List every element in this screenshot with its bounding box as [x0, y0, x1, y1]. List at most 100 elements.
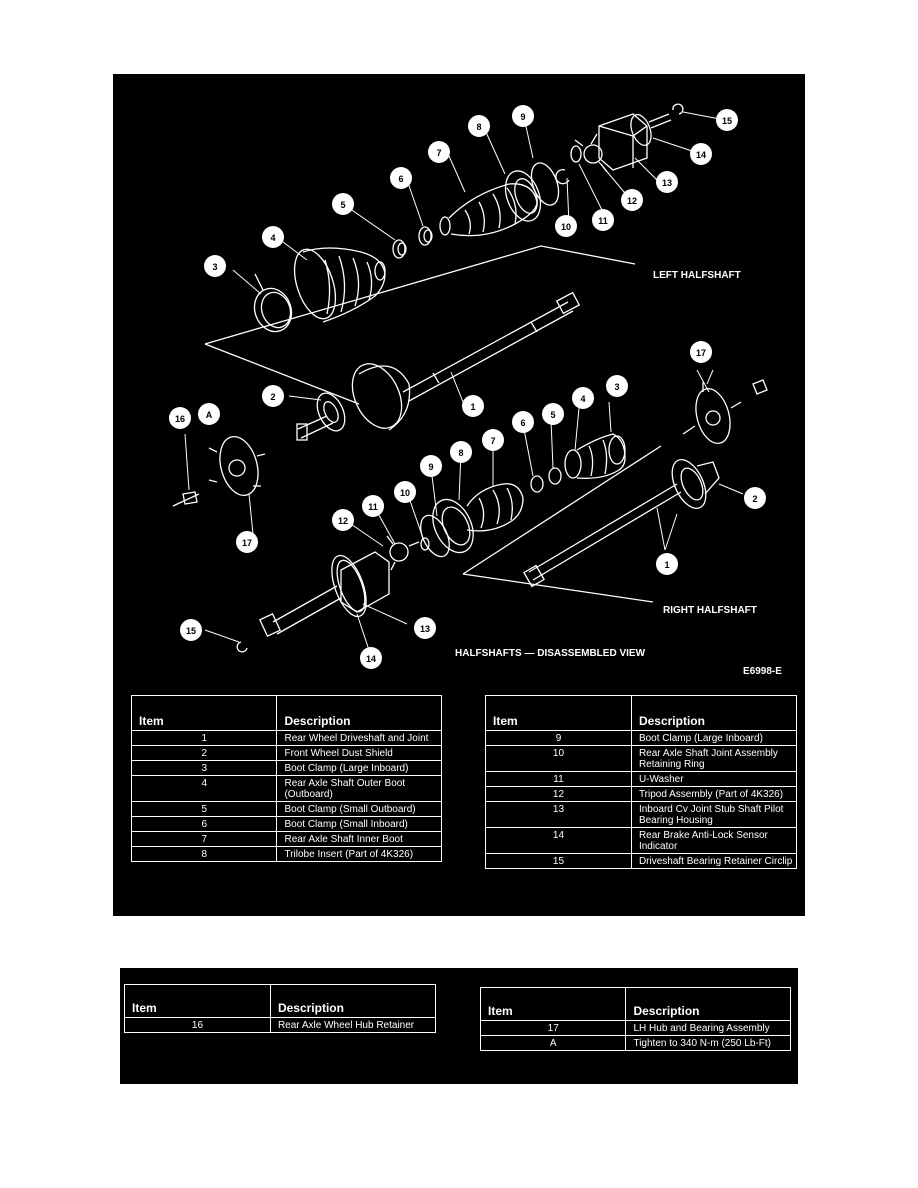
svg-text:14: 14	[366, 654, 376, 664]
svg-text:11: 11	[368, 502, 378, 512]
item-description: Driveshaft Bearing Retainer Circlip	[630, 853, 798, 869]
item-number: 8	[201, 849, 208, 860]
callout-right-4: 4	[572, 387, 594, 409]
svg-text:15: 15	[186, 626, 196, 636]
item-description: U-Washer	[630, 771, 798, 787]
left-outer-boot	[293, 247, 386, 323]
description-header: Description	[269, 984, 437, 1018]
right-hub-assembly	[682, 379, 768, 445]
item-description: Tighten to 340 N-m (250 Lb-Ft)	[625, 1035, 791, 1051]
callout-left-1: 1	[462, 395, 484, 417]
svg-text:4: 4	[270, 233, 275, 243]
svg-text:6: 6	[398, 174, 403, 184]
right-shaft	[523, 483, 682, 588]
left-u-washer	[570, 145, 582, 163]
left-halfshaft-label: LEFT HALFSHAFT	[653, 270, 741, 281]
svg-text:1: 1	[664, 560, 669, 570]
callout-right-12: 12	[332, 509, 354, 531]
item-number: 7	[201, 834, 208, 845]
svg-text:17: 17	[696, 348, 706, 358]
item-number: 16	[191, 1020, 204, 1031]
svg-text:13: 13	[662, 178, 672, 188]
callout-left-11: 11	[592, 209, 614, 231]
callout-right-8: 8	[450, 441, 472, 463]
item-number: 17	[547, 1023, 559, 1034]
right-u-washer	[420, 537, 430, 551]
callout-hub-A: A	[198, 403, 220, 425]
callout-left-10: 10	[555, 215, 577, 237]
item-description: Rear Brake Anti-Lock Sensor Indicator	[630, 827, 798, 854]
callout-right-10: 10	[394, 481, 416, 503]
svg-text:12: 12	[627, 196, 637, 206]
right-outer-boot	[564, 433, 626, 479]
left-circlip	[672, 103, 684, 115]
description-header: Description	[625, 987, 791, 1021]
item-description: Boot Clamp (Large Inboard)	[630, 730, 798, 746]
svg-text:17: 17	[242, 538, 252, 548]
svg-text:8: 8	[458, 448, 463, 458]
svg-text:5: 5	[340, 200, 345, 210]
right-inboard-housing	[258, 551, 390, 637]
right-clamp-9	[420, 514, 450, 558]
svg-text:13: 13	[420, 624, 430, 634]
right-halfshaft-frame	[462, 445, 662, 575]
svg-text:15: 15	[722, 116, 732, 126]
item-number: 4	[201, 778, 208, 789]
left-halfshaft-frame	[204, 245, 636, 345]
callout-left-6: 6	[390, 167, 412, 189]
svg-text:7: 7	[490, 436, 495, 446]
item-number: 10	[552, 748, 565, 759]
item-description: Front Wheel Dust Shield	[276, 745, 442, 761]
svg-text:11: 11	[598, 216, 608, 226]
item-description: Boot Clamp (Large Inboard)	[276, 760, 442, 776]
item-number: 2	[201, 748, 208, 759]
item-description: Rear Wheel Driveshaft and Joint	[276, 730, 442, 746]
svg-text:3: 3	[212, 262, 217, 272]
callout-right-1: 1	[656, 553, 678, 575]
callout-right-14: 14	[360, 647, 382, 669]
right-clamp-small-outboard	[548, 467, 562, 485]
item-number: 9	[555, 733, 562, 744]
left-retaining-ring	[555, 169, 570, 185]
callout-right-13: 13	[414, 617, 436, 639]
callout-left-13: 13	[656, 171, 678, 193]
left-clamp-small-inboard	[418, 226, 432, 246]
left-inboard-housing	[598, 113, 672, 171]
callout-left-5: 5	[332, 193, 354, 215]
table-row: 2 Front Wheel Dust Shield	[130, 745, 442, 761]
callout-left-3: 3	[204, 255, 226, 277]
right-clamp-small-inboard	[530, 475, 544, 493]
svg-text:8: 8	[476, 122, 481, 132]
callout-right-2: 2	[744, 487, 766, 509]
callout-left-12: 12	[621, 189, 643, 211]
callout-right-6: 6	[512, 411, 534, 433]
right-trilobe-insert	[432, 498, 474, 554]
callout-right-9: 9	[420, 455, 442, 477]
callout-right-11: 11	[362, 495, 384, 517]
right-circlip	[236, 641, 248, 653]
item-number: 5	[201, 804, 208, 815]
callout-left-2: 2	[262, 385, 284, 407]
item-description: Inboard Cv Joint Stub Shaft Pilot Bearin…	[630, 801, 798, 828]
diagram-title: HALFSHAFTS — DISASSEMBLED VIEW	[455, 648, 646, 659]
callout-left-4: 4	[262, 226, 284, 248]
svg-text:3: 3	[614, 382, 619, 392]
right-inner-boot	[466, 483, 524, 532]
right-outer-cv-joint	[671, 459, 720, 509]
callout-hub-16: 16	[169, 407, 191, 429]
right-halfshaft-label: RIGHT HALFSHAFT	[663, 605, 757, 616]
left-clamp-9	[530, 162, 560, 206]
item-header: Item	[130, 695, 278, 731]
description-header: Description	[630, 695, 798, 731]
svg-text:12: 12	[338, 516, 348, 526]
